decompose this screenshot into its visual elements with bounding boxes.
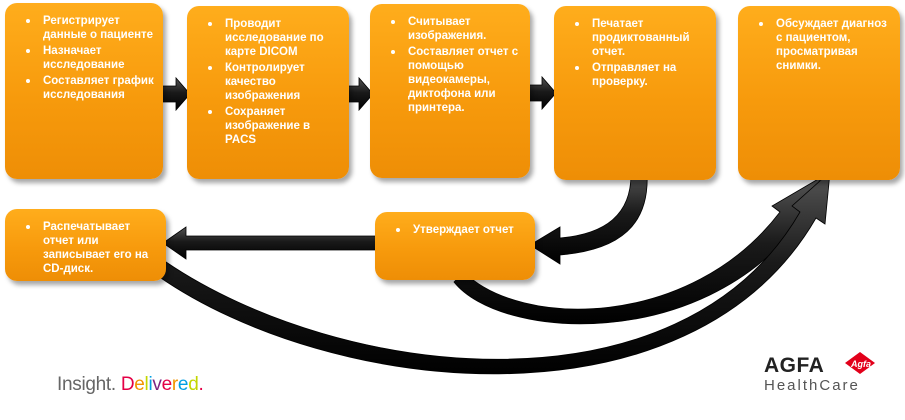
arrow-approval-to-distribution <box>162 226 377 260</box>
step-item: Распечатывает отчет или записывает его н… <box>26 220 158 276</box>
arrow-distribution-to-physician <box>157 171 831 375</box>
arrow-step2-to-step3 <box>344 76 374 112</box>
agfa-brand: AGFA <box>764 354 825 377</box>
step-item: Составляет график исследования <box>26 75 154 101</box>
step-item: Печатает продиктованный отчет. <box>575 17 708 59</box>
insight-word: Insight. <box>57 374 116 395</box>
step-item: Составляет отчет с помощью видеокамеры, … <box>391 45 522 115</box>
step-item: Считывает изображения. <box>391 15 522 43</box>
step-box-transcription: Печатает продиктованный отчет. Отправляе… <box>554 6 716 180</box>
step-box-physician: Обсуждает диагноз с пациентом, просматри… <box>738 6 900 180</box>
agfa-badge-icon <box>845 352 875 374</box>
step-item: Утверждает отчет <box>396 223 527 237</box>
arrow-step4-to-approval <box>529 171 648 265</box>
step-list: Считывает изображения. Составляет отчет … <box>378 15 522 115</box>
arrow-step1-to-step2 <box>159 76 191 112</box>
step-item: Проводит исследование по карте DICOM <box>208 17 341 59</box>
step-list: Утверждает отчет <box>383 223 527 237</box>
step-item: Регистрирует данные о пациенте <box>26 15 154 41</box>
step-box-technologist: Проводит исследование по карте DICOM Кон… <box>187 6 349 179</box>
step-item: Контролирует качество изображения <box>208 61 341 103</box>
step-item: Отправляет на проверку. <box>575 61 708 89</box>
insight-delivered-logo: Insight. Delivered. <box>57 374 204 396</box>
step-list: Проводит исследование по карте DICOM Кон… <box>195 17 341 147</box>
agfa-healthcare-logo: AGFA Agfa HealthCare <box>764 352 894 404</box>
step-box-radiologist-read: Считывает изображения. Составляет отчет … <box>370 4 530 178</box>
arrow-step3-to-step4 <box>526 75 557 111</box>
step-item: Обсуждает диагноз с пациентом, просматри… <box>759 17 892 73</box>
step-box-distribution: Распечатывает отчет или записывает его н… <box>5 209 166 281</box>
step-list: Обсуждает диагноз с пациентом, просматри… <box>746 17 892 73</box>
step-list: Печатает продиктованный отчет. Отправляе… <box>562 17 708 89</box>
agfa-healthcare-label: HealthCare <box>764 377 860 394</box>
step-box-approval: Утверждает отчет <box>375 212 535 280</box>
step-list: Распечатывает отчет или записывает его н… <box>13 220 158 276</box>
step-item: Сохраняет изображение в PACS <box>208 105 341 147</box>
delivered-word: Delivered. <box>120 374 204 395</box>
step-list: Регистрирует данные о пациенте Назначает… <box>13 14 155 102</box>
step-box-registrar: Регистрирует данные о пациенте Назначает… <box>5 3 163 179</box>
step-item: Назначает исследование <box>26 44 155 72</box>
agfa-badge-label: Agfa <box>851 359 871 369</box>
